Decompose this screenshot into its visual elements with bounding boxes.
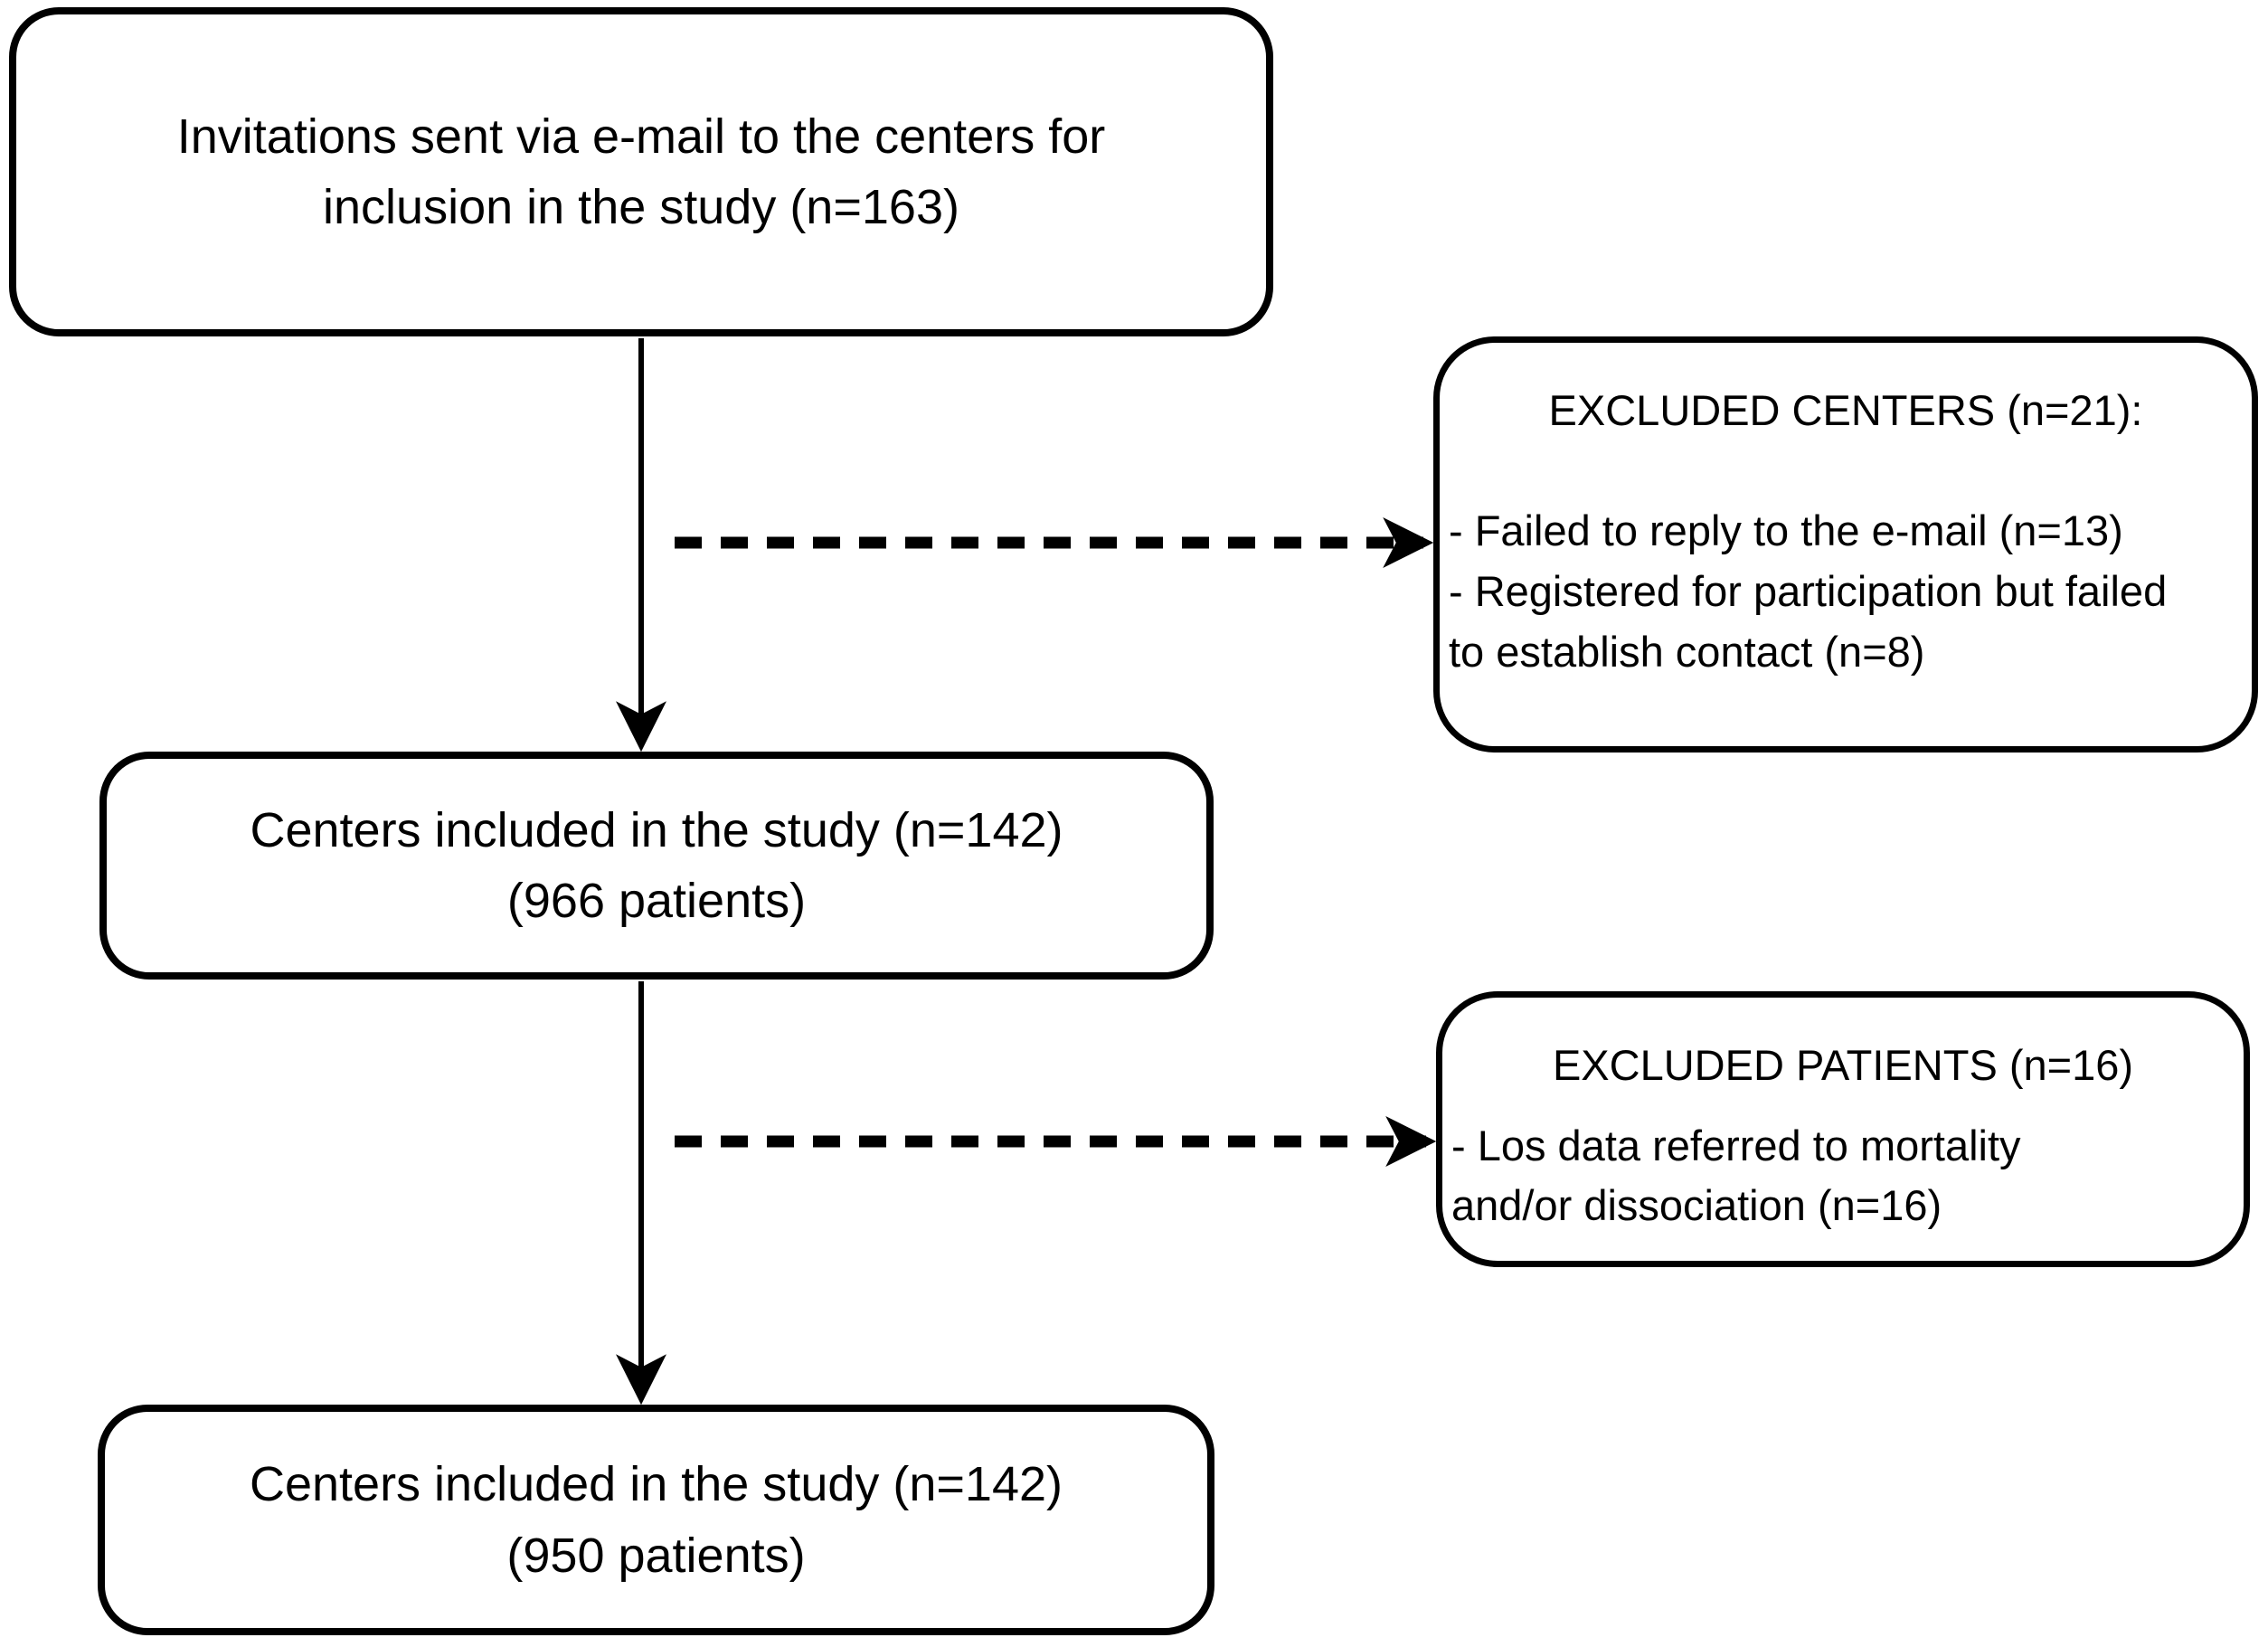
excluded-patients-title: EXCLUDED PATIENTS (n=16) [1552,1041,2134,1089]
centers-included-966-box: Centers included in the study (n=142) (9… [99,752,1214,980]
excluded-centers-box: EXCLUDED CENTERS (n=21): - Failed to rep… [1433,336,2258,753]
centers-included-950-line-2: (950 patients) [506,1528,806,1583]
excluded-centers-item-2-continued: to establish contact (n=8) [1449,627,1925,676]
centers-included-950-line-1: Centers included in the study (n=142) [249,1457,1063,1512]
invitations-line-2: inclusion in the study (n=163) [323,180,959,234]
excluded-patients-box: EXCLUDED PATIENTS (n=16) - Los data refe… [1436,991,2250,1267]
excluded-patients-item-1: - Los data referred to mortality [1451,1121,2021,1169]
invitations-line-1: Invitations sent via e-mail to the cente… [176,109,1106,164]
excluded-centers-title: EXCLUDED CENTERS (n=21): [1548,386,2143,434]
centers-included-966-line-1: Centers included in the study (n=142) [250,802,1063,857]
excluded-centers-spacer [1440,441,2252,502]
excluded-centers-item-1: - Failed to reply to the e-mail (n=13) [1449,506,2123,555]
excluded-patients-item-1-continued: and/or dissociation (n=16) [1451,1181,1942,1230]
centers-included-966-line-2: (966 patients) [506,874,807,928]
invitations-box: Invitations sent via e-mail to the cente… [9,7,1273,336]
centers-included-950-box: Centers included in the study (n=142) (9… [98,1405,1214,1635]
excluded-centers-item-2: - Registered for participation but faile… [1449,567,2168,616]
